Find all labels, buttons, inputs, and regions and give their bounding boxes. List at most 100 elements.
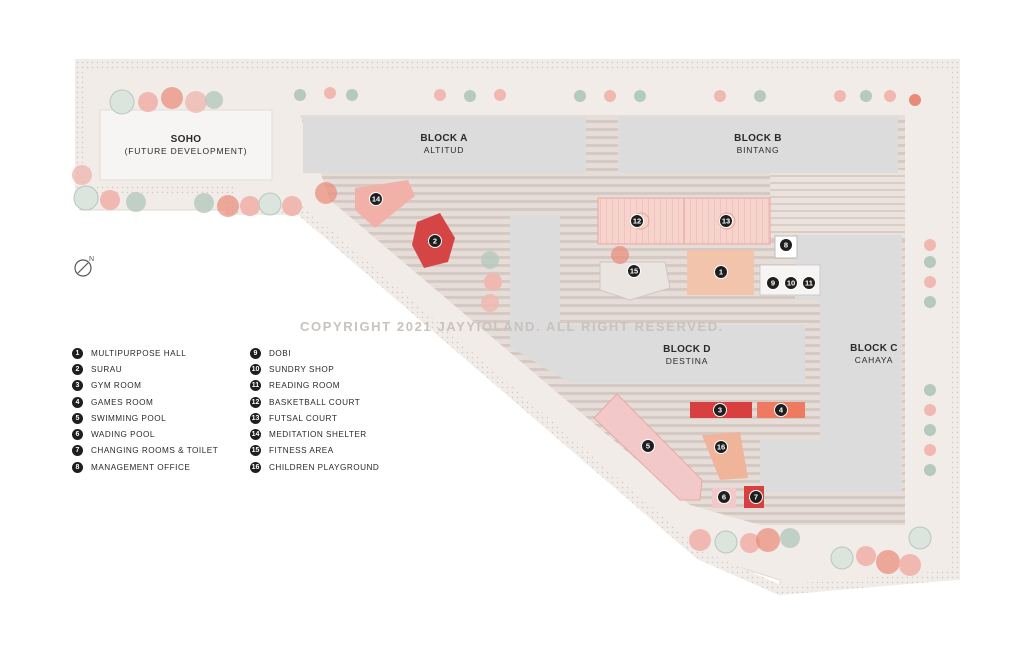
marker-number: 10 xyxy=(787,279,795,288)
facility-marker: 12 xyxy=(630,214,644,228)
facility-marker: 6 xyxy=(717,490,731,504)
legend-label: GYM ROOM xyxy=(91,381,142,391)
legend-number: 5 xyxy=(72,412,83,424)
legend-label: SURAU xyxy=(91,364,123,374)
legend-number: 11 xyxy=(250,380,261,392)
marker-number: 13 xyxy=(722,217,730,226)
marker-number: 3 xyxy=(718,406,722,415)
meditation-shelter-shape xyxy=(355,180,415,228)
basketball-court xyxy=(597,197,685,245)
perimeter-walkway xyxy=(75,59,960,596)
svg-text:N: N xyxy=(89,256,94,263)
block-a-building xyxy=(303,117,586,173)
legend-label: SWIMMING POOL xyxy=(91,413,167,423)
facility-marker: 10 xyxy=(784,276,798,290)
legend-number: 6 xyxy=(72,429,83,441)
facility-marker: 11 xyxy=(802,276,816,290)
marker-number: 4 xyxy=(779,406,784,415)
legend-label: CHANGING ROOMS & TOILET xyxy=(91,446,219,456)
legend-item: 12 BASKETBALL COURT xyxy=(250,394,430,410)
marker-circle xyxy=(713,403,727,417)
legend-label: BASKETBALL COURT xyxy=(269,397,361,407)
legend-item: 1 MULTIPURPOSE HALL xyxy=(72,345,252,361)
soho-plot xyxy=(99,109,273,181)
legend-number: 8 xyxy=(72,461,83,473)
legend-label: WADING POOL xyxy=(91,430,155,440)
legend-number: 1 xyxy=(72,347,83,359)
block-c-sub: CAHAYA xyxy=(855,355,894,365)
legend-number: 4 xyxy=(72,396,83,408)
legend-label: FITNESS AREA xyxy=(269,446,334,456)
marker-circle xyxy=(717,490,731,504)
marker-circle xyxy=(428,234,442,248)
marker-circle xyxy=(714,440,728,454)
marker-number: 8 xyxy=(784,241,788,250)
legend-item: 8 MANAGEMENT OFFICE xyxy=(72,459,252,475)
legend-label: MULTIPURPOSE HALL xyxy=(91,348,187,358)
legend-number: 16 xyxy=(250,461,261,473)
marker-circle xyxy=(779,238,793,252)
legend-label: MEDITATION SHELTER xyxy=(269,430,367,440)
legend-number: 12 xyxy=(250,396,261,408)
block-b-name: BLOCK B xyxy=(734,133,782,144)
east-plaza xyxy=(770,170,905,240)
legend-number: 15 xyxy=(250,445,261,457)
marker-number: 14 xyxy=(372,195,381,204)
block-a-sub: ALTITUD xyxy=(424,145,464,155)
block-b-building xyxy=(618,117,898,173)
block-d-name: BLOCK D xyxy=(663,344,711,355)
marker-number: 5 xyxy=(646,442,650,451)
marker-circle xyxy=(627,264,641,278)
legend-label: MANAGEMENT OFFICE xyxy=(91,462,191,472)
block-d-sub: DESTINA xyxy=(666,356,708,366)
marker-number: 16 xyxy=(717,443,725,452)
marker-number: 9 xyxy=(771,279,775,288)
legend-item: 15 FITNESS AREA xyxy=(250,443,430,459)
facility-marker: 8 xyxy=(779,238,793,252)
facility-marker: 4 xyxy=(774,403,788,417)
legend-item: 4 GAMES ROOM xyxy=(72,394,252,410)
legend-number: 2 xyxy=(72,363,83,375)
marker-number: 2 xyxy=(433,237,437,246)
marker-number: 7 xyxy=(754,493,758,502)
marker-number: 12 xyxy=(633,217,641,226)
legend-label: FUTSAL COURT xyxy=(269,413,338,423)
legend-item: 5 SWIMMING POOL xyxy=(72,410,252,426)
marker-circle xyxy=(641,439,655,453)
legend-label: SUNDRY SHOP xyxy=(269,364,335,374)
marker-circle xyxy=(749,490,763,504)
block-c-name: BLOCK C xyxy=(850,343,898,354)
marker-circle xyxy=(802,276,816,290)
facility-marker: 2 xyxy=(428,234,442,248)
facility-marker: 16 xyxy=(714,440,728,454)
facility-marker: 3 xyxy=(713,403,727,417)
marker-circle xyxy=(774,403,788,417)
playground-shape xyxy=(702,432,748,480)
marker-number: 6 xyxy=(722,493,726,502)
marker-circle xyxy=(766,276,780,290)
marker-circle xyxy=(369,192,383,206)
fitness-area-shape xyxy=(599,261,671,301)
legend-number: 14 xyxy=(250,429,261,441)
legend-label: READING ROOM xyxy=(269,381,341,391)
marker-number: 15 xyxy=(630,267,638,276)
facility-marker: 13 xyxy=(719,214,733,228)
soho-sub: (FUTURE DEVELOPMENT) xyxy=(125,146,248,156)
legend-item: 14 MEDITATION SHELTER xyxy=(250,426,430,442)
block-b-sub: BINTANG xyxy=(737,145,780,155)
facility-marker: 5 xyxy=(641,439,655,453)
facility-marker: 15 xyxy=(627,264,641,278)
block-c-building xyxy=(760,235,902,492)
trees xyxy=(72,87,936,576)
block-a-name: BLOCK A xyxy=(420,133,467,144)
legend-item: 6 WADING POOL xyxy=(72,426,252,442)
legend-item: 2 SURAU xyxy=(72,361,252,377)
legend-label: GAMES ROOM xyxy=(91,397,154,407)
